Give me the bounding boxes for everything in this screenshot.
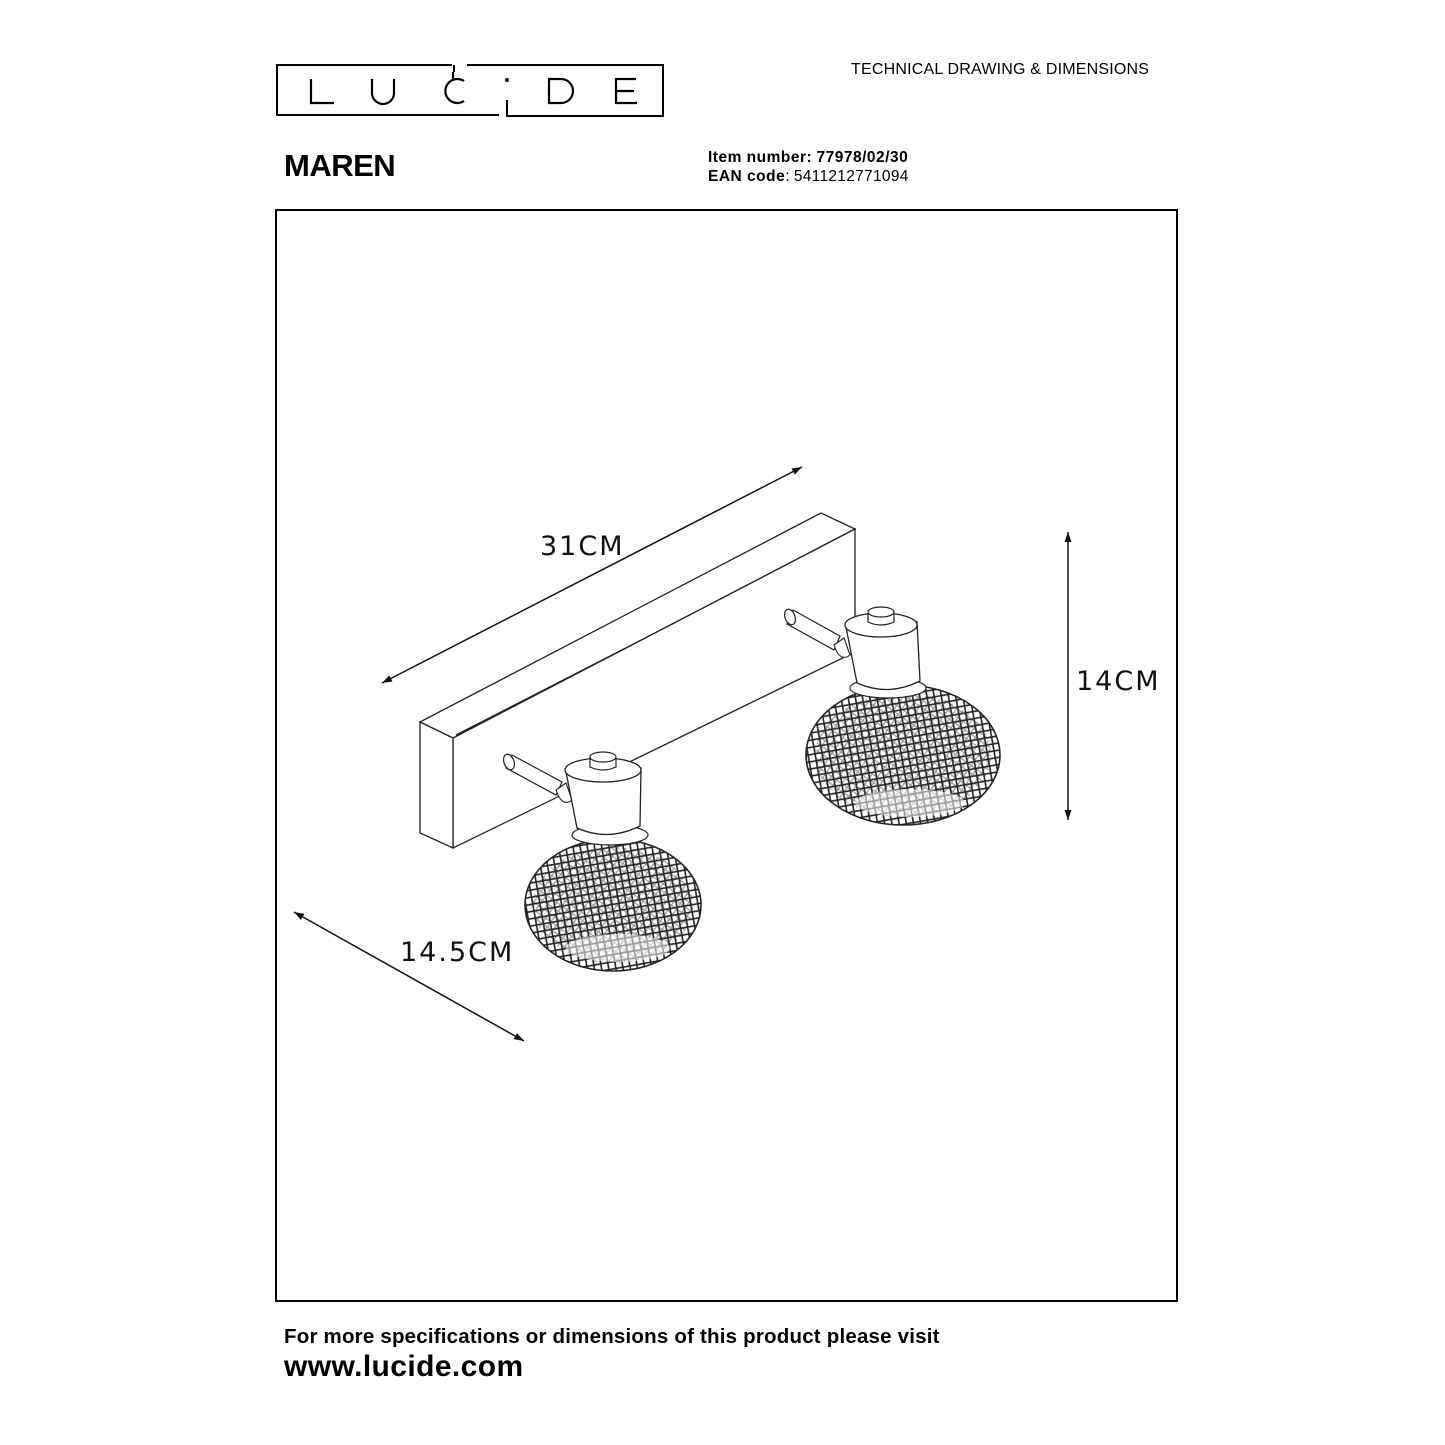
footer-note: For more specifications or dimensions of… (284, 1325, 940, 1348)
dimension-depth-label: 14.5CM (400, 937, 514, 968)
item-number-row: Item number: 77978/02/30 (708, 148, 909, 167)
ean-code-value: 5411212771094 (793, 168, 909, 185)
dimension-depth: 14.5CM (293, 911, 525, 1042)
dimension-length: 31CM (381, 466, 803, 684)
lamp-base-plate (418, 512, 857, 850)
ean-code-row: EAN code: 5411212771094 (708, 167, 909, 186)
footer-website-link[interactable]: www.lucide.com (284, 1350, 524, 1383)
document-type-title: TECHNICAL DRAWING & DIMENSIONS (851, 61, 1150, 78)
drawing-frame (275, 209, 1178, 1302)
product-meta: Item number: 77978/02/30 EAN code: 54112… (708, 148, 909, 186)
item-number-label: Item number: (708, 149, 813, 166)
ean-separator: : (785, 168, 790, 185)
ean-code-label: EAN code (708, 168, 786, 185)
spotlight-2 (783, 606, 1001, 826)
lucide-logo (276, 64, 664, 117)
dimension-height-label: 14CM (1076, 666, 1161, 697)
product-name: MAREN (284, 148, 396, 183)
item-number-value: 77978/02/30 (816, 149, 909, 166)
dimension-height: 14CM (1064, 532, 1161, 820)
dimension-length-label: 31CM (540, 531, 625, 562)
spotlight-1 (502, 751, 702, 972)
